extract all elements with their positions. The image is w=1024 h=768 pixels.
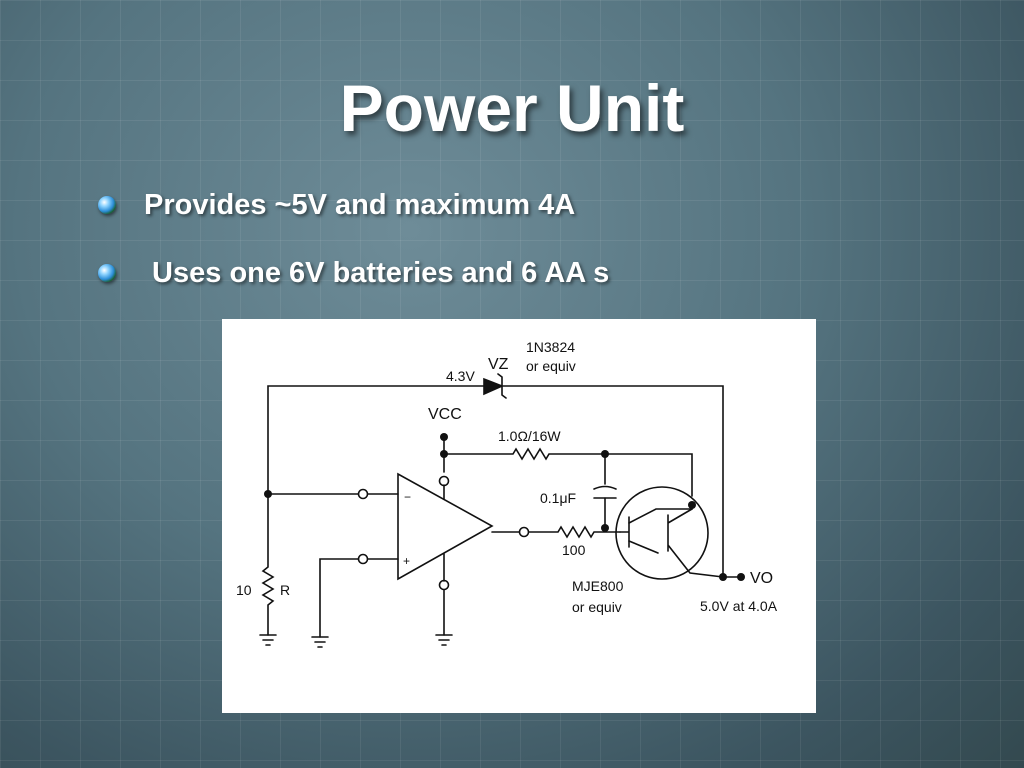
globe-bullet-icon xyxy=(98,196,116,214)
vcc-label: VCC xyxy=(428,406,462,423)
zener-diode-icon xyxy=(483,377,505,396)
bullet-text: Uses one 6V batteries and 6 AA s xyxy=(144,256,610,289)
transistor-icon xyxy=(615,486,709,580)
slide-title: Power Unit xyxy=(339,71,685,145)
base-resistor-label: 100 xyxy=(562,542,586,558)
divider-name-label: R xyxy=(280,582,290,598)
divider-resistor xyxy=(261,493,275,636)
bullet-item: Provides ~5V and maximum 4A xyxy=(98,185,958,225)
op-amp-icon xyxy=(397,472,494,581)
sense-resistor-label: 1.0Ω/16W xyxy=(498,428,561,444)
noninverting-input-wire xyxy=(319,558,359,638)
divider-value-label: 10 xyxy=(236,582,252,598)
plus-input-label: + xyxy=(403,554,410,568)
output-label: VO xyxy=(750,570,773,587)
feedback-wire xyxy=(267,385,485,493)
zener-part-alt-label: or equiv xyxy=(526,358,576,374)
zener-voltage-label: 4.3V xyxy=(446,368,475,384)
transistor-part-alt-label: or equiv xyxy=(572,599,622,615)
schematic-drawing: 1N3824 or equiv 4.3V VZ VCC 1.0Ω/16W 0.1… xyxy=(236,339,778,648)
bullet-text: Provides ~5V and maximum 4A xyxy=(144,188,576,221)
bullet-item: Uses one 6V batteries and 6 AA s xyxy=(98,253,958,293)
globe-bullet-icon xyxy=(98,264,116,282)
circuit-schematic: 1N3824 or equiv 4.3V VZ VCC 1.0Ω/16W 0.1… xyxy=(222,319,816,713)
output-terminal xyxy=(737,573,745,581)
ground-icon xyxy=(259,634,277,646)
bullet-list: Provides ~5V and maximum 4A Uses one 6V … xyxy=(98,185,958,321)
transistor-part-label: MJE800 xyxy=(572,578,624,594)
zener-wire-right xyxy=(502,385,724,578)
zener-part-label: 1N3824 xyxy=(526,339,575,355)
output-rating-label: 5.0V at 4.0A xyxy=(700,598,778,614)
capacitor-icon xyxy=(593,485,617,499)
zener-symbol-label: VZ xyxy=(488,356,509,373)
capacitor-label: 0.1μF xyxy=(540,490,576,506)
minus-input-label: − xyxy=(404,490,411,504)
